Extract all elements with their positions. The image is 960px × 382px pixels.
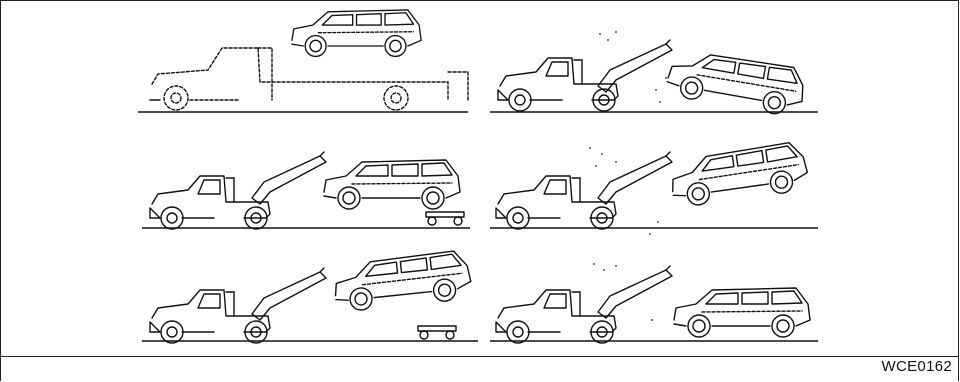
panel-wheel-lift-rear-raised (498, 31, 808, 118)
panel-wheel-lift-front-raised (496, 141, 810, 235)
figure-code-label: WCE0162 (882, 358, 952, 375)
panel-wheel-lift-level (496, 263, 810, 343)
panel-flatbed-carrier (150, 10, 468, 110)
ground-lines (138, 112, 818, 341)
panel-boom-dollies-front (150, 152, 464, 229)
panel-boom-dollies-rear (150, 250, 473, 343)
caption-divider (0, 356, 959, 357)
towing-methods-illustration (0, 0, 960, 356)
